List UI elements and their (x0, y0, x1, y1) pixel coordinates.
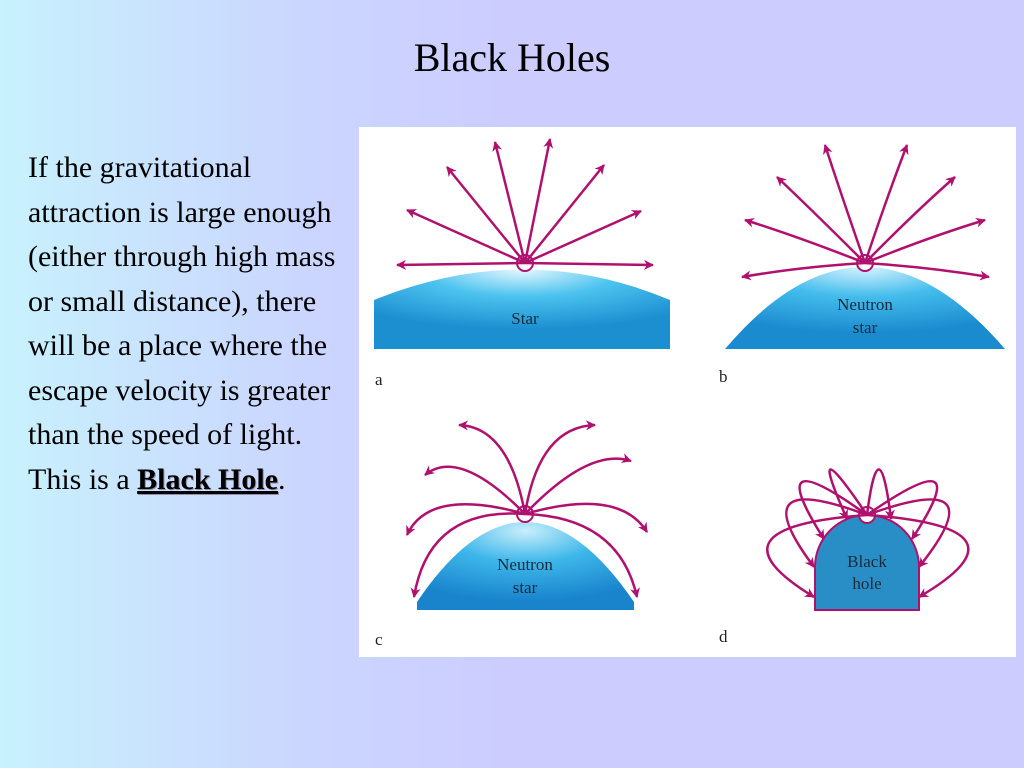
black-hole-term: Black Hole (137, 462, 279, 496)
body-text-end: . (278, 462, 286, 496)
panel-c: Neutron star c (375, 420, 649, 649)
neutron-star-body-c (417, 522, 634, 610)
star-body (374, 269, 670, 349)
panel-a: Star a (374, 138, 670, 389)
panel-c-letter: c (375, 630, 383, 649)
panel-c-object-label-line2: star (513, 578, 538, 597)
slide-title: Black Holes (413, 35, 611, 80)
figure-drawing: Star a Neutron star b (374, 138, 1005, 649)
panel-d-object-label-line1: Black (847, 552, 887, 571)
panel-d-object-label-line2: hole (852, 574, 881, 593)
panel-a-object-label: Star (511, 309, 539, 328)
panel-b: Neutron star b (719, 144, 1005, 386)
panel-d: Black hole d (719, 468, 970, 646)
captured-light-loops (766, 468, 970, 599)
panel-b-letter: b (719, 367, 728, 386)
escape-arrows-b (741, 144, 990, 281)
neutron-star-body-b (725, 267, 1005, 349)
escape-arrows-a (396, 138, 654, 270)
panel-b-object-label-line1: Neutron (837, 295, 893, 314)
escape-arrows-c (405, 420, 649, 598)
body-text: If the gravitational attraction is large… (28, 146, 348, 502)
escape-velocity-figure: Star a Neutron star b (359, 127, 1016, 657)
panel-d-letter: d (719, 627, 728, 646)
panel-b-object-label-line2: star (853, 318, 878, 337)
panel-a-letter: a (375, 370, 383, 389)
panel-c-object-label-line1: Neutron (497, 555, 553, 574)
body-text-main: If the gravitational attraction is large… (28, 151, 336, 496)
